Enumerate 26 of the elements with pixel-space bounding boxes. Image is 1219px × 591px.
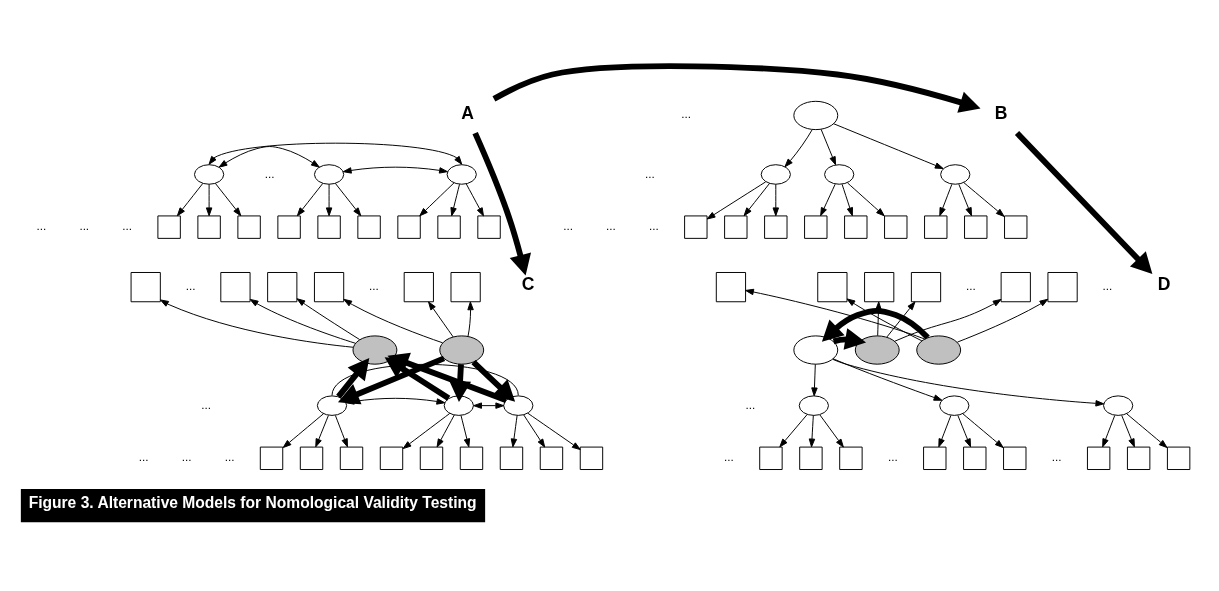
label: ...: [1102, 278, 1113, 292]
label: ...: [1051, 449, 1062, 463]
label: ...: [681, 106, 691, 120]
label: ...: [79, 218, 90, 232]
label: ...: [887, 449, 898, 463]
label: ...: [369, 278, 379, 292]
node-text: A: [461, 102, 474, 123]
label: ...: [724, 449, 734, 463]
label: ...: [645, 166, 655, 179]
node-text: D: [1157, 273, 1171, 294]
label: ...: [185, 278, 196, 292]
label: ...: [606, 218, 616, 232]
label: ...: [563, 218, 573, 232]
label: ...: [224, 449, 235, 463]
label: ...: [745, 397, 756, 411]
caption: Figure 3. Alternative Models for Nomological Validity Testing: [28, 493, 477, 511]
label: ...: [264, 166, 275, 179]
node-text: B: [994, 102, 1008, 123]
label: ...: [201, 397, 212, 411]
node-text: C: [521, 273, 535, 294]
label: ...: [122, 218, 133, 232]
label: ...: [138, 449, 149, 463]
label: ...: [649, 218, 659, 232]
label: ...: [181, 449, 192, 463]
label: ...: [36, 218, 47, 232]
label: ...: [966, 278, 976, 292]
